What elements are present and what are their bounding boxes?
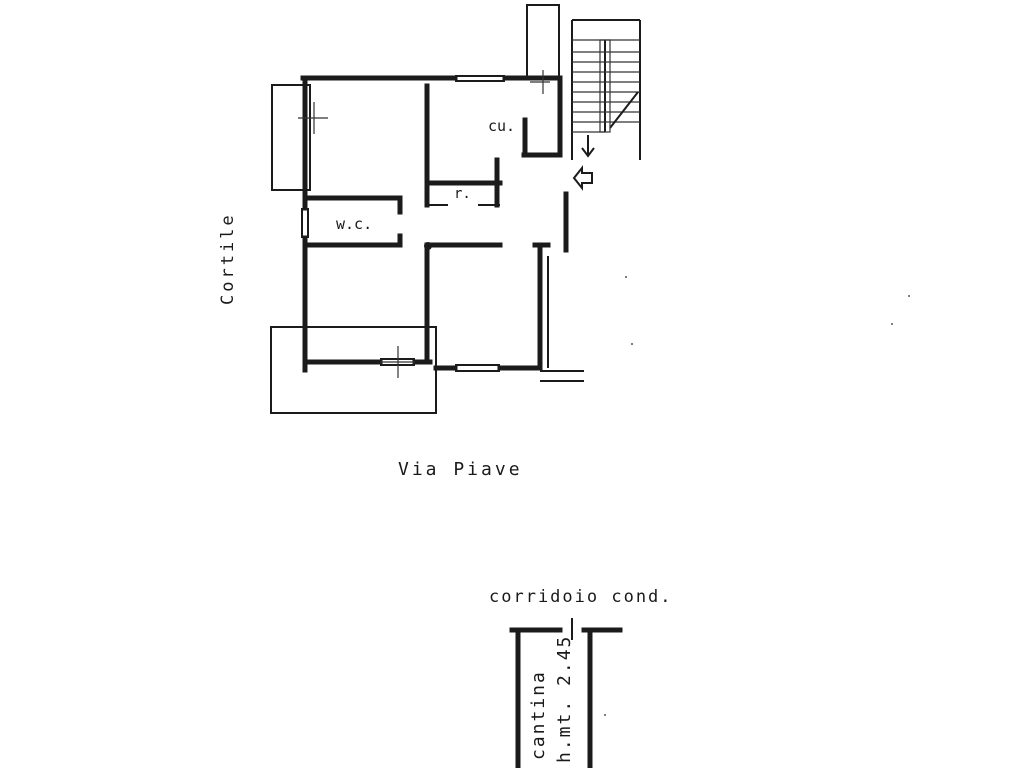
cellar-height-label: h.mt. 2.45 (554, 634, 575, 763)
room-label-wc: w.c. (336, 215, 373, 233)
stair-direction-arrow-icon (581, 135, 595, 158)
entrance-arrow-icon (572, 165, 593, 191)
room-label-cucina: cu. (488, 117, 516, 135)
courtyard-label: Cortile (218, 212, 238, 305)
corridor-label: corridoio cond. (489, 587, 673, 607)
window-markers (298, 70, 550, 378)
interior-walls (302, 83, 563, 365)
staircase (571, 19, 641, 160)
cellar-label: cantina (528, 670, 549, 760)
shaft-top (526, 4, 560, 78)
street-label: Via Piave (398, 459, 523, 480)
balcony-bottom-left (270, 326, 437, 414)
scan-specks (604, 276, 910, 716)
room-label-ripostiglio: r. (454, 186, 471, 202)
balcony-top-left (271, 84, 311, 191)
cellar-plan (509, 618, 623, 768)
